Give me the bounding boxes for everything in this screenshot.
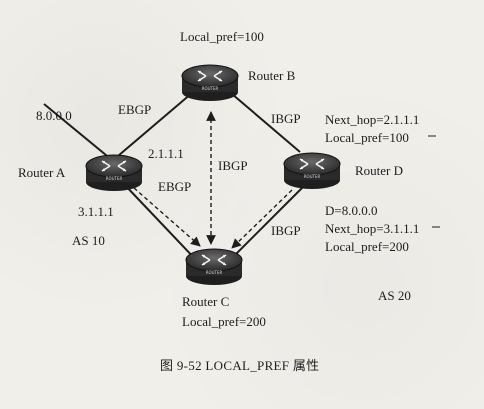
network-prefix-label: 8.0.0.0 [36,108,72,123]
router-d-local-pref-2: Local_pref=200 [325,239,409,254]
router-b-badge: ROUTER [202,86,219,91]
address-a-to-b: 2.1.1.1 [148,146,184,161]
link-b-d-type-label: IBGP [271,111,301,126]
link-b-c-type-label: IBGP [218,158,248,173]
link-c-d [231,185,305,259]
router-c-icon: ROUTER [185,248,243,285]
link-a-b [43,103,113,161]
router-d-local-pref-1: Local_pref=100 [325,130,409,145]
router-b-local-pref-label: Local_pref=100 [180,29,264,44]
link-a-c-type-label: EBGP [158,179,192,194]
router-d-name: Router D [355,163,404,178]
arrow-d-to-c [231,189,293,249]
router-b-icon: ROUTER [181,64,239,101]
router-d-icon: ROUTER [283,152,341,189]
link-c-d-type-label: IBGP [271,223,301,238]
router-d-badge: ROUTER [304,174,321,179]
router-c-local-pref-label: Local_pref=200 [182,314,266,329]
as-10-label: AS 10 [72,233,105,248]
arrow-a-to-c [133,187,201,247]
router-d-next-hop-2: Next_hop=3.1.1.1 [325,221,420,236]
router-a-badge: ROUTER [106,176,123,181]
link-a-b-type-label: EBGP [118,102,152,117]
router-c-badge: ROUTER [206,270,223,275]
link-b-d [231,93,301,153]
router-d-next-hop-1: Next_hop=2.1.1.1 [325,112,420,127]
link-a-c [121,181,199,263]
router-a-name: Router A [18,165,66,180]
router-a-icon: ROUTER [85,154,143,191]
router-d-dest-label: D=8.0.0.0 [325,203,378,218]
link-a-b-main [117,92,193,157]
router-c-name: Router C [182,294,230,309]
as-20-label: AS 20 [378,288,411,303]
figure-caption: 图 9-52 LOCAL_PREF 属性 [160,358,320,373]
address-a-to-c: 3.1.1.1 [78,204,114,219]
router-b-name: Router B [248,68,296,83]
